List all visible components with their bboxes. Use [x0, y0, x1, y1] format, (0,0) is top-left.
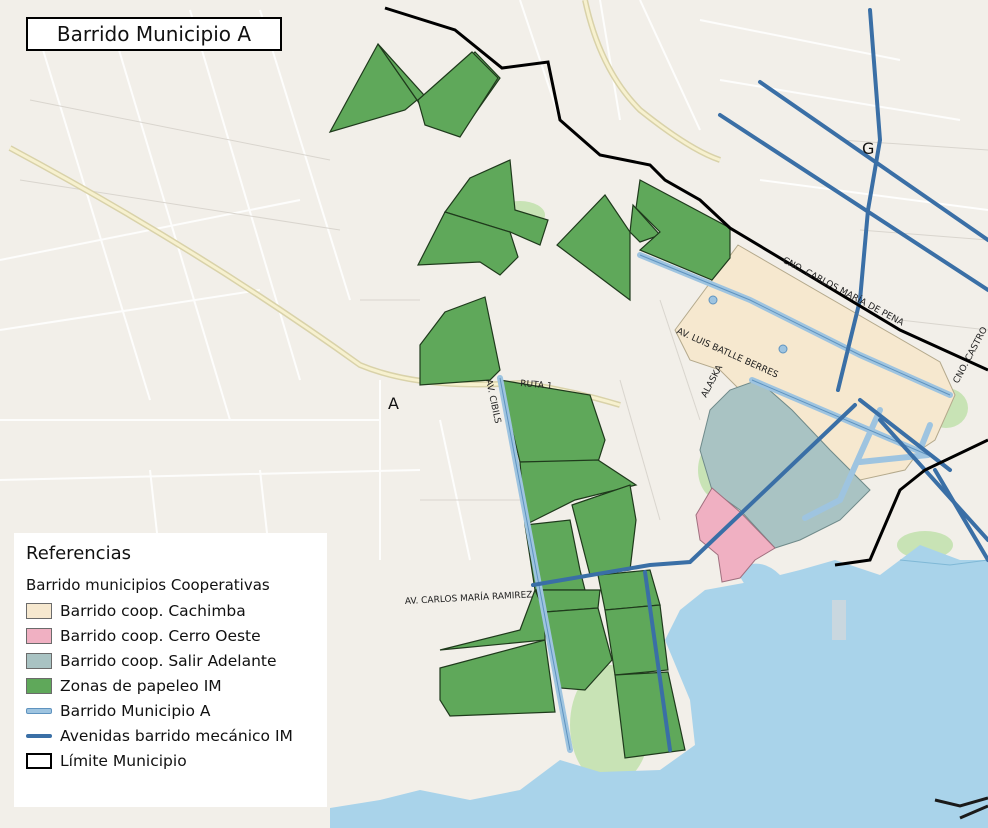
legend-label: Barrido coop. Cerro Oeste: [60, 626, 261, 645]
legend-label: Barrido Municipio A: [60, 701, 211, 720]
map-title: Barrido Municipio A: [26, 17, 282, 51]
legend-label: Avenidas barrido mecánico IM: [60, 726, 293, 745]
zonas-papeleo[interactable]: [328, 42, 731, 759]
swatch-zonas-papeleo: [26, 677, 52, 694]
legend: Referencias Barrido municipios Cooperati…: [14, 533, 327, 807]
swatch-salir-adelante: [26, 652, 52, 669]
limite-municipio: [384, 6, 988, 372]
legend-subtitle: Barrido municipios Cooperativas: [26, 576, 270, 594]
legend-item-limite: Límite Municipio: [24, 748, 317, 773]
legend-label: Zonas de papeleo IM: [60, 676, 222, 695]
legend-item-zonas-papeleo: Zonas de papeleo IM: [24, 673, 317, 698]
map-letter-g: G: [862, 139, 874, 158]
legend-item-cachimba: Barrido coop. Cachimba: [24, 598, 317, 623]
zone-cerro-oeste[interactable]: [695, 487, 776, 583]
legend-title: Referencias: [26, 543, 131, 564]
label-ruta-1: RUTA 1: [520, 379, 553, 392]
legend-item-salir-adelante: Barrido coop. Salir Adelante: [24, 648, 317, 673]
street-grid: [0, 0, 988, 561]
swatch-barrido-municipio-a: [26, 703, 52, 719]
pier: [832, 600, 846, 640]
coastline: [934, 796, 988, 820]
limite-municipio-south: [834, 438, 988, 567]
swatch-cachimba: [26, 602, 52, 619]
legend-item-avenidas: Avenidas barrido mecánico IM: [24, 723, 317, 748]
street-grid-gray: [19, 99, 988, 521]
legend-item-cerro-oeste: Barrido coop. Cerro Oeste: [24, 623, 317, 648]
legend-label: Límite Municipio: [60, 751, 187, 770]
map-letter-a: A: [388, 394, 399, 413]
bay-water: [330, 545, 988, 828]
coast-detail: [899, 559, 988, 566]
legend-label: Barrido coop. Cachimba: [60, 601, 246, 620]
swatch-cerro-oeste: [26, 627, 52, 644]
swatch-limite: [26, 752, 52, 769]
avenidas-lines: [531, 8, 988, 752]
legend-label: Barrido coop. Salir Adelante: [60, 651, 277, 670]
legend-item-barrido-municipio-a: Barrido Municipio A: [24, 698, 317, 723]
swatch-avenidas: [26, 728, 52, 744]
